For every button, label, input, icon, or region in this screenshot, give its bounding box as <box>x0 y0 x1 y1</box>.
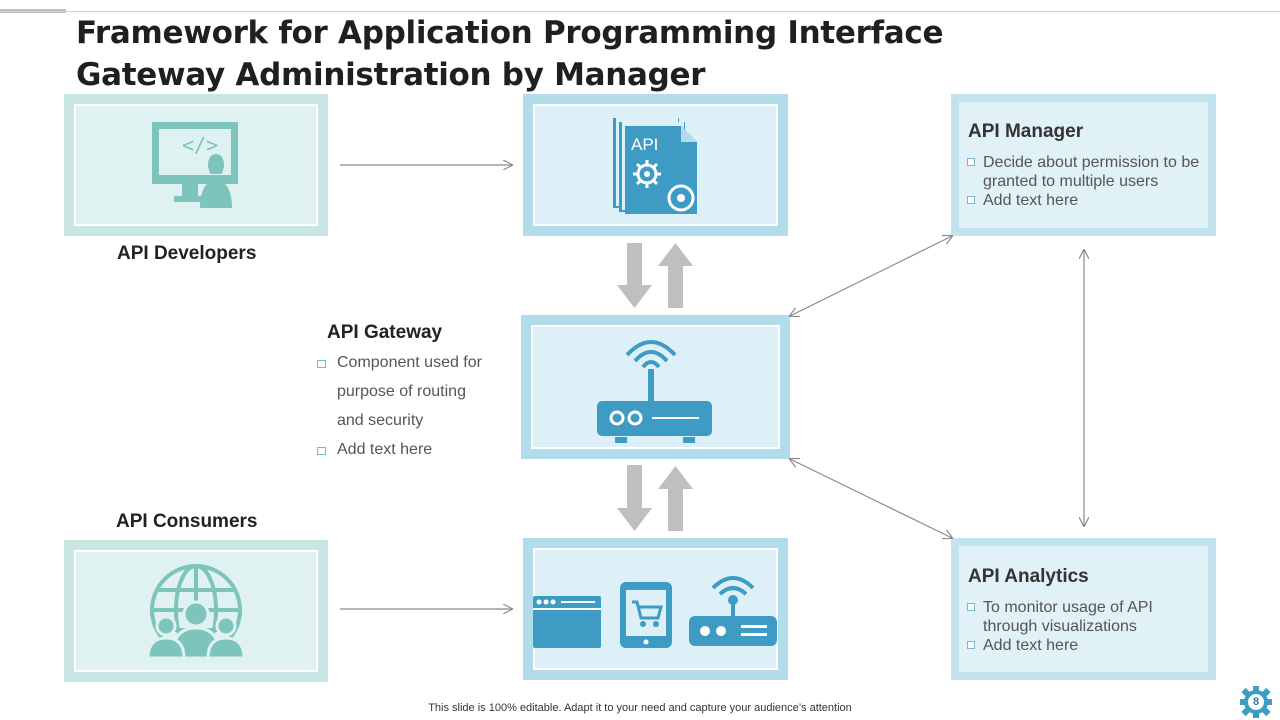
footer-note: This slide is 100% editable. Adapt it to… <box>428 702 852 714</box>
up-arrow-top <box>658 243 693 308</box>
gateway-manager-connector <box>790 236 952 316</box>
global-users-icon <box>146 564 246 660</box>
gateway-description: Component used for purpose of routing an… <box>315 348 515 464</box>
gateway-bullet-1: Component used for <box>315 348 515 377</box>
up-arrow-bottom <box>658 466 693 531</box>
page-number: 8 <box>1252 696 1260 708</box>
gateway-analytics-connector <box>790 459 952 538</box>
analytics-bullets: To monitor usage of API through visualiz… <box>967 598 1205 655</box>
tablet-cart-icon <box>620 582 672 648</box>
api-document-icon: API <box>613 118 697 214</box>
api-document-box[interactable]: API <box>523 94 788 236</box>
developers-box[interactable]: </> <box>64 94 328 236</box>
consumers-label: API Consumers <box>116 511 258 532</box>
page-title: Framework for Application Programming In… <box>76 15 944 93</box>
developer-computer-icon: </> <box>152 122 238 208</box>
analytics-bullet-1: To monitor usage of API through visualiz… <box>967 598 1205 636</box>
gateway-bullet-1-cont-a: purpose of routing <box>337 383 466 400</box>
developers-label: API Developers <box>117 243 257 264</box>
down-arrow-bottom <box>617 465 652 531</box>
api-manager-card[interactable] <box>951 94 1216 236</box>
analytics-title: API Analytics <box>968 566 1089 587</box>
analytics-bullet-2: Add text here <box>967 636 1205 655</box>
manager-bullet-1: Decide about permission to be granted to… <box>967 153 1205 191</box>
manager-bullet-2: Add text here <box>967 191 1205 210</box>
gear-icon <box>1240 686 1272 718</box>
api-gateway-box[interactable] <box>521 315 790 459</box>
router-icon <box>597 340 712 443</box>
top-divider <box>0 11 1280 12</box>
svg-text:</>: </> <box>182 133 218 157</box>
down-arrow-top <box>617 243 652 308</box>
svg-text:API: API <box>631 135 658 154</box>
gateway-label: API Gateway <box>327 322 443 343</box>
wifi-router-icon <box>689 576 777 646</box>
consumer-devices-box[interactable] <box>523 538 788 680</box>
manager-title: API Manager <box>968 121 1084 142</box>
consumers-box[interactable] <box>64 540 328 682</box>
browser-window-icon <box>533 596 601 648</box>
manager-bullets: Decide about permission to be granted to… <box>967 153 1205 210</box>
gateway-bullet-2: Add text here <box>315 435 515 464</box>
gateway-bullet-1-cont-b: and security <box>337 412 424 429</box>
api-analytics-card[interactable] <box>951 538 1216 680</box>
